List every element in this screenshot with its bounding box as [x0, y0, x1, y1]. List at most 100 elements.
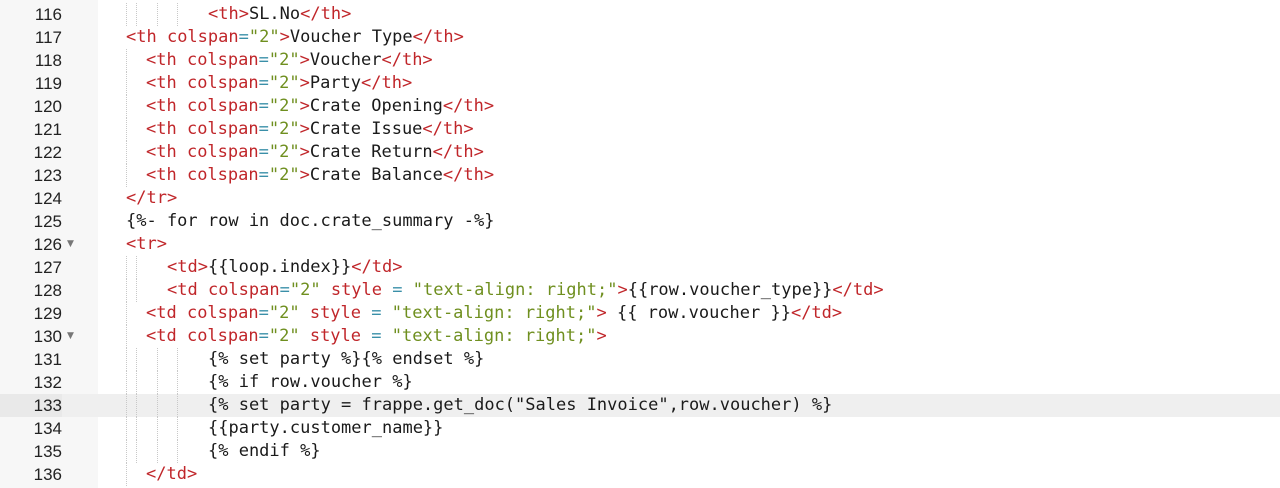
line-number: 122: [33, 143, 62, 162]
code-text: {{party.customer_name}}: [208, 417, 443, 440]
indent-guide: [126, 164, 127, 187]
token-text: Crate Balance: [309, 165, 443, 185]
code-line[interactable]: 120<th colspan="2">Crate Opening</th>: [0, 95, 1280, 118]
token-text: [300, 303, 310, 323]
indent-guide: [157, 417, 158, 440]
token-text: {{party.customer_name}}: [208, 418, 444, 438]
token-text: [403, 280, 413, 300]
code-line[interactable]: 126▼<tr>: [0, 233, 1280, 256]
code-text: <td colspan="2" style = "text-align: rig…: [167, 279, 884, 302]
token-eq: =: [258, 142, 269, 162]
token-attr: colspan: [186, 50, 259, 70]
code-line[interactable]: 131 {% set party %}{% endset %}: [0, 348, 1280, 371]
code-text: <td colspan="2" style = "text-align: rig…: [146, 302, 842, 325]
code-line[interactable]: 122 <th colspan="2">Crate Return</th>: [0, 141, 1280, 164]
token-eq: =: [258, 119, 269, 139]
indent-guide: [126, 279, 127, 302]
code-line[interactable]: 133 {% set party = frappe.get_doc("Sales …: [0, 394, 1280, 417]
token-text: [300, 326, 310, 346]
line-number: 120: [33, 97, 62, 116]
token-tag: </td>: [351, 257, 403, 277]
code-text: <th>SL.No</th>: [208, 3, 351, 26]
token-tag: >: [299, 73, 310, 93]
token-tag: >: [299, 50, 310, 70]
token-eq: =: [371, 326, 382, 346]
indent-guide: [136, 394, 137, 417]
indent-guide: [126, 256, 127, 279]
code-line[interactable]: 116<th>SL.No</th>: [0, 3, 1280, 26]
fold-arrow-icon[interactable]: ▼: [67, 331, 74, 341]
line-number: 126: [33, 235, 62, 254]
indent-guide: [157, 371, 158, 394]
line-number: 135: [33, 442, 62, 461]
fold-arrow-icon[interactable]: ▼: [67, 239, 74, 249]
token-str: "2": [289, 280, 321, 300]
indent-guide: [136, 371, 137, 394]
token-attr: style: [309, 326, 362, 346]
line-number: 125: [33, 212, 62, 231]
indent-guide: [126, 394, 127, 417]
token-str: "2": [268, 119, 300, 139]
code-line[interactable]: 123<th colspan="2">Crate Balance</th>: [0, 164, 1280, 187]
token-tag: </th>: [442, 165, 495, 185]
token-tag: </td>: [790, 303, 843, 323]
line-number: 123: [33, 166, 62, 185]
code-line[interactable]: 136</td>: [0, 463, 1280, 486]
code-line[interactable]: 132{% if row.voucher %}: [0, 371, 1280, 394]
token-tag: </th>: [361, 73, 413, 93]
code-text: {% set party = frappe.get_doc("Sales Inv…: [208, 394, 832, 417]
token-tag: <th: [126, 27, 167, 47]
code-line[interactable]: 119<th colspan="2">Party</th>: [0, 72, 1280, 95]
code-line[interactable]: 121<th colspan="2">Crate Issue</th>: [0, 118, 1280, 141]
token-text: SL.No: [248, 4, 301, 24]
token-str: "2": [268, 326, 300, 346]
token-tag: </td>: [146, 464, 198, 484]
code-line[interactable]: 124</tr>: [0, 187, 1280, 210]
indent-guide: [157, 348, 158, 371]
code-text: <th colspan="2">Crate Return</th>: [146, 141, 484, 164]
code-line[interactable]: 118<th colspan="2">Voucher</th>: [0, 49, 1280, 72]
code-line[interactable]: 129 <td colspan="2" style = "text-align: …: [0, 302, 1280, 325]
token-text: Crate Opening: [309, 96, 443, 116]
indent-guide: [177, 348, 178, 371]
code-line[interactable]: 128<td colspan="2" style = "text-align: …: [0, 279, 1280, 302]
token-eq: =: [258, 303, 269, 323]
token-tag: <th: [146, 142, 187, 162]
code-line[interactable]: 125 {%- for row in doc.crate_summary -%}: [0, 210, 1280, 233]
indent-guide: [126, 72, 127, 95]
line-number: 129: [33, 304, 62, 323]
token-text: [361, 303, 371, 323]
token-tag: <td: [146, 326, 187, 346]
token-text: {{row.voucher_type}}: [627, 280, 833, 300]
line-number: 133: [0, 394, 62, 417]
token-str: "2": [268, 142, 300, 162]
code-line[interactable]: 135{% endif %}: [0, 440, 1280, 463]
token-eq: =: [258, 165, 269, 185]
code-line[interactable]: 117<th colspan="2">Voucher Type</th>: [0, 26, 1280, 49]
token-eq: =: [258, 326, 269, 346]
line-number: 131: [33, 350, 62, 369]
token-tag: </th>: [412, 27, 464, 47]
token-tag: >: [299, 119, 310, 139]
token-text: Crate Issue: [309, 119, 423, 139]
token-text: {%- for row in doc.crate_summary -%}: [126, 211, 495, 231]
code-line[interactable]: 134{{party.customer_name}}: [0, 417, 1280, 440]
token-str: "text-align: right;": [391, 326, 597, 346]
token-attr: colspan: [186, 303, 259, 323]
code-line[interactable]: 130▼<td colspan="2" style = "text-align:…: [0, 325, 1280, 348]
token-attr: colspan: [186, 96, 259, 116]
line-number: 121: [33, 120, 62, 139]
token-tag: </td>: [832, 280, 884, 300]
token-text: [382, 326, 392, 346]
token-tag: >: [617, 280, 628, 300]
token-str: "2": [268, 165, 300, 185]
token-text: {% set party %}{% endset %}: [208, 349, 485, 369]
line-number: 117: [34, 28, 62, 47]
token-attr: style: [330, 280, 383, 300]
indent-guide: [177, 3, 178, 26]
indent-guide: [126, 440, 127, 463]
indent-guide: [136, 348, 137, 371]
line-number: 124: [33, 189, 62, 208]
code-line[interactable]: 127<td>{{loop.index}}</td>: [0, 256, 1280, 279]
